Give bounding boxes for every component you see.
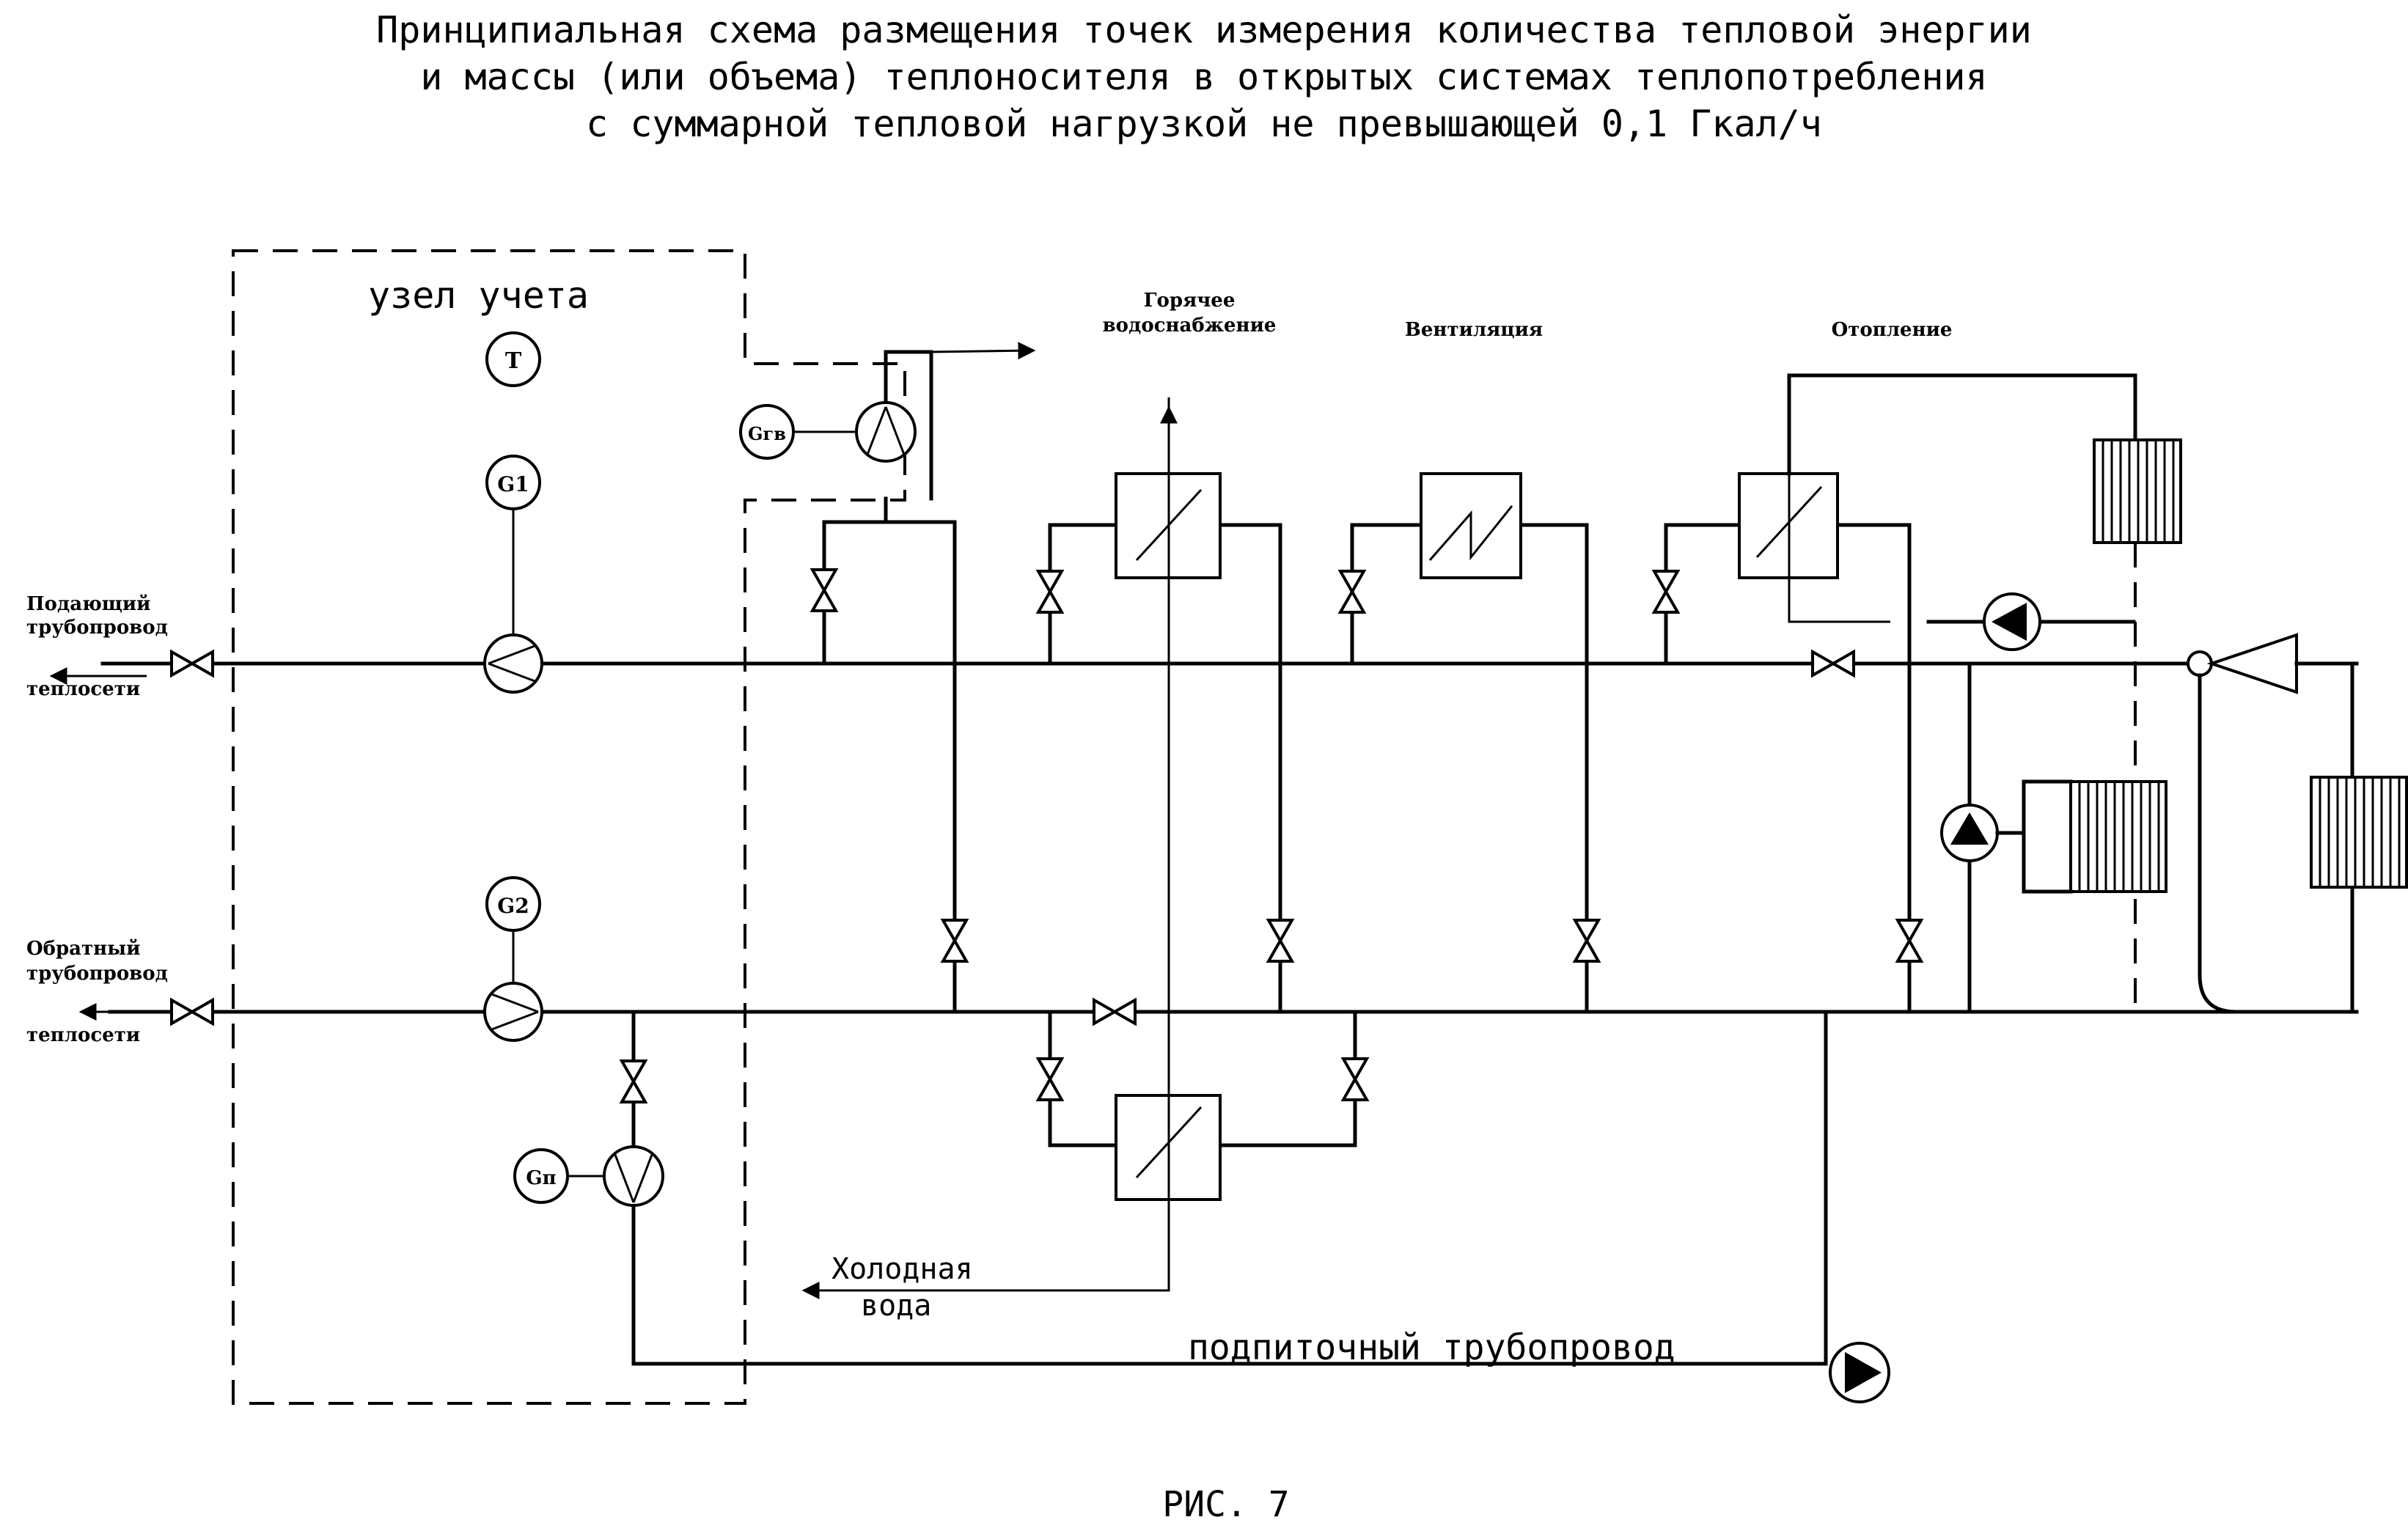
- supply-pipe: [49, 661, 2359, 685]
- hot-water-heat-exchanger-lower: [801, 1010, 1357, 1299]
- radiator-middle: [2069, 780, 2167, 893]
- heating-label: Отопление: [1832, 319, 1953, 341]
- metering-unit-boundary: узел учета: [232, 249, 906, 1405]
- svg-text:Обратный: Обратный: [26, 938, 141, 960]
- heating-pump-upper: [1983, 592, 2041, 651]
- svg-text:вода: вода: [861, 1289, 931, 1323]
- svg-text:Горячее: Горячее: [1144, 290, 1236, 312]
- heating-return-valve-icon: [1896, 919, 1923, 963]
- cold-exchanger-left-valve-icon: [1037, 1057, 1063, 1101]
- ventilation-return-valve-icon: [1574, 919, 1600, 963]
- svg-text:T: T: [505, 348, 522, 374]
- flow-meter-g1: G1: [483, 455, 543, 694]
- svg-text:Холодная: Холодная: [832, 1252, 973, 1286]
- cold-water-label: Холодная вода: [832, 1252, 973, 1323]
- flow-meter-g2: G2: [483, 876, 543, 1042]
- hot-water-heat-exchanger-upper: [1048, 397, 1282, 1014]
- return-inlet-valve-icon: [170, 999, 214, 1025]
- title-line-1: Принципиальная схема размещения точек из…: [376, 9, 2032, 51]
- return-label: Обратный трубопровод теплосети: [26, 938, 168, 1046]
- supply-inlet-valve-icon: [170, 650, 214, 677]
- hw-exchanger-valve-icon: [1037, 570, 1063, 614]
- svg-text:трубопровод: трубопровод: [26, 963, 168, 985]
- svg-text:теплосети: теплосети: [26, 1024, 140, 1046]
- cold-exchanger-right-valve-icon: [1342, 1057, 1368, 1101]
- heating-pump-lower: [1940, 804, 1999, 862]
- metering-unit-label: узел учета: [368, 274, 589, 317]
- makeup-valve-icon: [620, 1059, 647, 1103]
- svg-text:трубопровод: трубопровод: [26, 617, 168, 639]
- svg-text:водоснабжение: водоснабжение: [1103, 315, 1277, 337]
- flow-meter-hot-water: Gгв: [739, 342, 1036, 666]
- title-line-3: с суммарной тепловой нагрузкой не превыш…: [586, 103, 1822, 145]
- heating-heat-exchanger: Отопление: [1664, 319, 2137, 1014]
- ventilation-valve-icon: [1339, 570, 1365, 614]
- makeup-pipe-label: подпиточный трубопровод: [1188, 1327, 1675, 1368]
- riser-1-valve-icon: [941, 919, 968, 963]
- svg-text:Gп: Gп: [526, 1167, 556, 1189]
- radiator-right: [2310, 776, 2408, 889]
- ventilation-heater: Вентиляция: [1350, 319, 1589, 1014]
- svg-text:G1: G1: [497, 472, 529, 496]
- supply-bypass-valve-icon: [1811, 650, 1855, 677]
- heating-valve-icon: [1653, 570, 1679, 614]
- flow-meter-makeup: Gп: [513, 1010, 1828, 1366]
- ventilation-label: Вентиляция: [1405, 319, 1543, 341]
- svg-text:Подающий: Подающий: [26, 593, 150, 615]
- figure-caption: РИС. 7: [1162, 1484, 1289, 1525]
- diagram-title: Принципиальная схема размещения точек из…: [376, 9, 2032, 145]
- svg-text:Gгв: Gгв: [748, 423, 786, 444]
- svg-text:G2: G2: [497, 894, 529, 918]
- return-bypass-valve-icon: [1093, 999, 1137, 1025]
- hot-water-valve-icon: [811, 568, 837, 612]
- hw-return-valve-icon: [1267, 919, 1293, 963]
- makeup-pump: [1829, 1342, 1890, 1403]
- title-line-2: и массы (или объема) теплоносителя в отк…: [420, 56, 1987, 98]
- temperature-sensor: T: [485, 331, 541, 387]
- svg-text:теплосети: теплосети: [26, 678, 140, 700]
- hot-water-label: Горячее водоснабжение: [1103, 290, 1277, 337]
- radiator-upper: [2093, 438, 2182, 544]
- radiator-middle-connection: [1995, 779, 2073, 894]
- supply-label: Подающий трубопровод теплосети: [26, 593, 168, 700]
- jet-pump-elevator: [2187, 633, 2354, 1014]
